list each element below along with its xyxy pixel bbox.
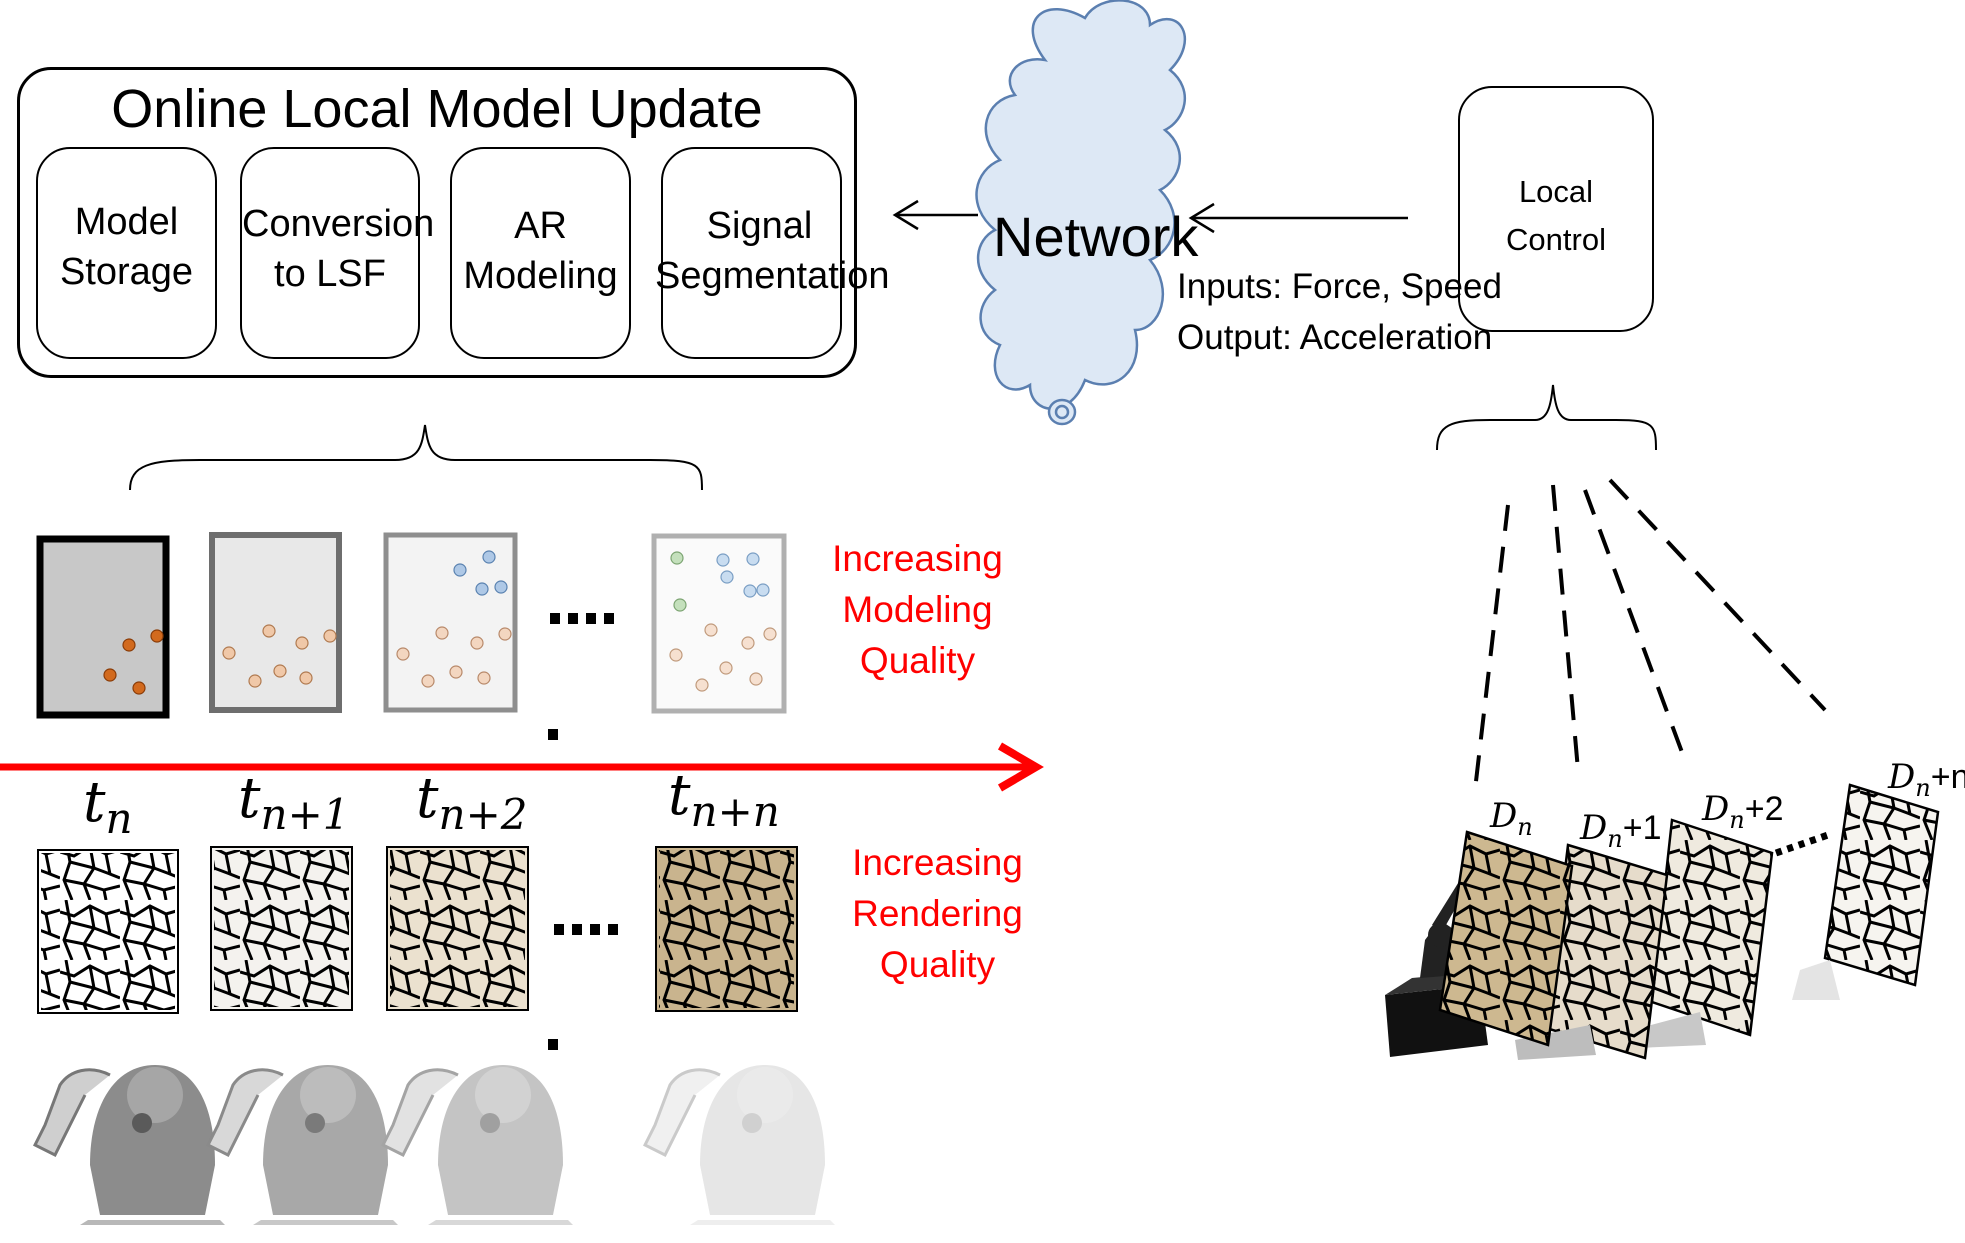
modeling-quality-label: Increasing Modeling Quality bbox=[832, 538, 1003, 681]
plane-dotted-link bbox=[1774, 831, 1830, 857]
stage-label: Model Storage bbox=[59, 201, 194, 293]
stage-label: AR Modeling bbox=[463, 205, 618, 297]
plane-3 bbox=[1650, 818, 1774, 1037]
model-update-brace bbox=[129, 424, 703, 491]
local-control-label: Local Control bbox=[1506, 174, 1606, 257]
texture-tile-3 bbox=[386, 846, 529, 1011]
plane-4 bbox=[1792, 783, 1940, 1000]
model-panel-2 bbox=[209, 532, 342, 713]
stage-signal-segmentation: Signal Segmentation bbox=[655, 147, 890, 359]
stage-model-storage: Model Storage bbox=[36, 147, 217, 359]
haptic-device-2 bbox=[205, 1065, 398, 1225]
model-update-title: Online Local Model Update bbox=[111, 79, 763, 139]
plane-label-4: Dn+n bbox=[1888, 757, 1965, 802]
plane-2 bbox=[1544, 843, 1706, 1060]
texture-tile-4 bbox=[655, 846, 798, 1012]
time-label-3: tn+2 bbox=[416, 766, 528, 840]
stage-conversion-lsf: Conversion to LSF bbox=[240, 147, 435, 359]
texture-tile-2 bbox=[210, 846, 353, 1011]
inputs-text: Inputs: Force, Speed bbox=[1177, 267, 1502, 306]
network-label: Network bbox=[993, 205, 1199, 268]
plane-1 bbox=[1438, 830, 1596, 1060]
ellipsis-dots bbox=[548, 613, 618, 1050]
network-arrow-right bbox=[1188, 202, 1408, 234]
plane-label-3: Dn+2 bbox=[1702, 789, 1784, 834]
time-arrow bbox=[0, 742, 1044, 792]
stage-label: Signal Segmentation bbox=[655, 205, 890, 297]
local-control-box: Local Control bbox=[1458, 86, 1654, 332]
texture-tile-1 bbox=[37, 849, 179, 1014]
haptic-device-3 bbox=[380, 1065, 573, 1225]
network-cloud-shape bbox=[975, 0, 1187, 426]
network-arrow-left bbox=[892, 199, 978, 231]
haptic-device-1 bbox=[32, 1065, 225, 1225]
stage-ar-modeling: AR Modeling bbox=[450, 147, 631, 359]
model-panel-3 bbox=[383, 532, 518, 713]
stage-label: Conversion to LSF bbox=[242, 203, 435, 295]
rendering-quality-label: Increasing Rendering Quality bbox=[852, 842, 1023, 985]
time-label-2: tn+1 bbox=[238, 766, 350, 840]
time-label-4: tn+n bbox=[668, 763, 780, 837]
output-text: Output: Acceleration bbox=[1177, 318, 1493, 357]
plane-label-1: Dn bbox=[1490, 796, 1533, 841]
haptic-device-4 bbox=[642, 1065, 835, 1225]
plane-label-2: Dn+1 bbox=[1580, 808, 1662, 853]
dashed-links bbox=[1473, 478, 1827, 791]
model-panel-1 bbox=[36, 535, 170, 719]
model-panel-4 bbox=[651, 533, 787, 714]
local-control-brace bbox=[1436, 384, 1657, 451]
time-label-1: tn bbox=[83, 770, 133, 844]
